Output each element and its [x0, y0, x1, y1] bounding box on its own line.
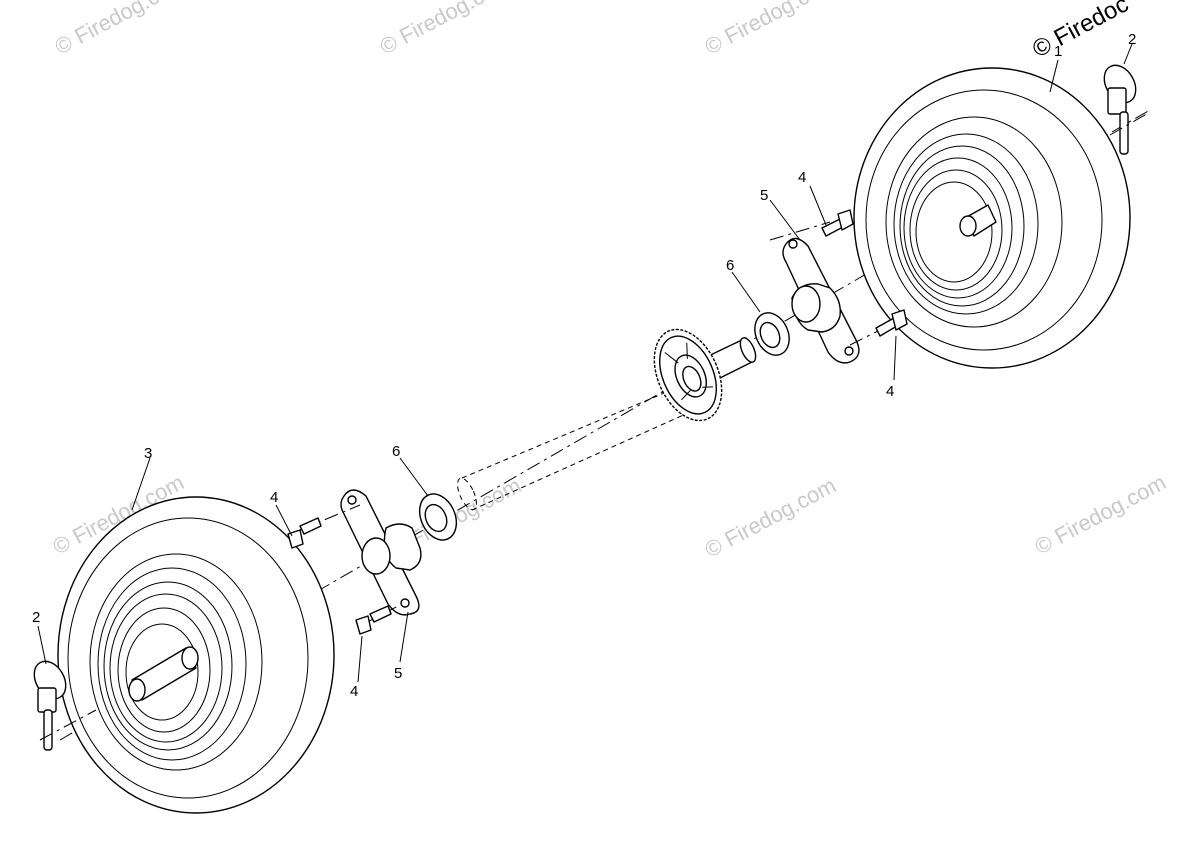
callout-wheel-right: 1: [1054, 43, 1062, 60]
watermark-corner: © Firedoc: [1028, 0, 1133, 63]
watermark: © Firedog.com: [701, 472, 840, 562]
callout-pin-right: 2: [1128, 31, 1136, 48]
callout-pin-left: 2: [32, 609, 40, 626]
bolt-left-bottom: [355, 604, 401, 635]
watermark: © Firedog.com: [1031, 469, 1170, 559]
wheel-left: [57, 496, 335, 814]
bolt-right-top: [769, 209, 854, 241]
callout-bolt-right-bottom: 4: [886, 383, 894, 400]
hitch-pin-right: [1103, 64, 1151, 155]
bearing-flange-right: [782, 237, 860, 364]
callout-labels: 1 2 4 5 6 4 3 4 6 2 4 5: [32, 31, 1136, 700]
callout-bolt-right-top: 4: [798, 169, 806, 186]
callout-leaders: [37, 43, 1133, 683]
bolt-left-top: [287, 504, 361, 549]
watermark: © Firedog.com: [51, 0, 190, 59]
wheel-right: [853, 67, 1131, 369]
callout-bolt-left-top: 4: [270, 489, 278, 506]
callout-wheel-left: 3: [144, 445, 152, 462]
washer-left: [418, 493, 458, 541]
watermark: © Firedog.com: [701, 0, 840, 59]
washer-right: [754, 312, 790, 356]
watermark: © Firedog.com: [376, 0, 515, 59]
bolt-right-bottom: [849, 309, 908, 346]
callout-washer-right: 6: [726, 257, 734, 274]
axle-gear: [653, 328, 723, 422]
hitch-pin-left: [33, 660, 97, 751]
callout-washer-left: 6: [392, 443, 400, 460]
bearing-flange-left: [340, 489, 422, 616]
callout-bearing-left: 5: [394, 665, 402, 682]
callout-bolt-left-bottom: 4: [350, 683, 358, 700]
callout-bearing-right: 5: [760, 187, 768, 204]
